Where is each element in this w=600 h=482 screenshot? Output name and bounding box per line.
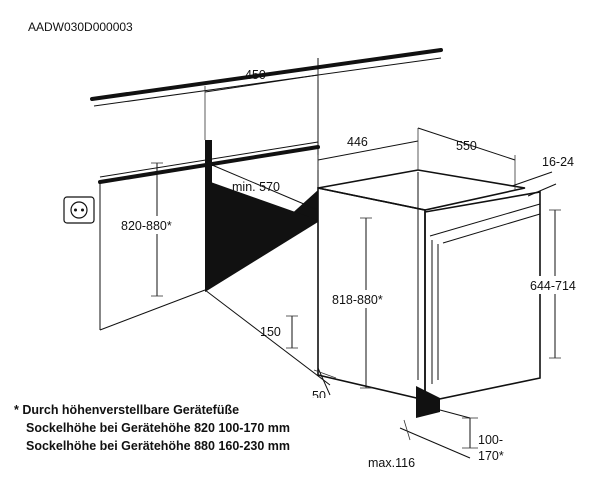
dim-plinth-height: 100- 170*: [439, 409, 504, 463]
dim-appliance-depth: 446: [317, 128, 419, 170]
dim-door-height: 644-714: [526, 209, 592, 359]
dim-socket-height: 150: [260, 315, 298, 349]
dim-socket-offset: 50: [312, 367, 337, 403]
dim-820-880-label: 820-880*: [121, 219, 172, 233]
dim-446-label: 446: [347, 135, 368, 149]
diagram-code: AADW030D000003: [28, 20, 133, 34]
dishwasher: [317, 169, 541, 418]
dim-min-depth: min. 570: [211, 164, 319, 211]
countertop: [90, 48, 443, 188]
dim-max-depth: max.116: [368, 419, 471, 470]
note-line-2: Sockelhöhe bei Gerätehöhe 820 100-170 mm: [26, 421, 290, 435]
dim-appliance-width: 550: [417, 127, 516, 190]
dim-450-label: 450: [245, 68, 266, 82]
dim-16-24-label: 16-24: [542, 155, 574, 169]
dim-max-116-label: max.116: [368, 456, 415, 470]
niche-floor-shadow: [205, 180, 318, 292]
footnote: * Durch höhenverstellbare Gerätefüße Soc…: [10, 398, 360, 456]
wall-lines: [99, 182, 331, 386]
dim-100-label: 100-: [478, 433, 503, 447]
dim-niche-height: 820-880*: [118, 162, 196, 297]
dim-550-label: 550: [456, 139, 477, 153]
dim-door-offset: 16-24: [511, 155, 574, 197]
dim-cabinet-width: 450: [204, 68, 319, 140]
dim-644-714-label: 644-714: [530, 279, 576, 293]
dim-150-label: 150: [260, 325, 281, 339]
dim-818-880-label: 818-880*: [332, 293, 383, 307]
power-socket-icon: [63, 196, 95, 224]
note-line-1: * Durch höhenverstellbare Gerätefüße: [14, 403, 239, 417]
dim-170-label: 170*: [478, 449, 504, 463]
note-line-3: Sockelhöhe bei Gerätehöhe 880 160-230 mm: [26, 439, 290, 453]
dim-appliance-height: 818-880*: [329, 217, 405, 389]
dim-min-570-label: min. 570: [232, 180, 280, 194]
